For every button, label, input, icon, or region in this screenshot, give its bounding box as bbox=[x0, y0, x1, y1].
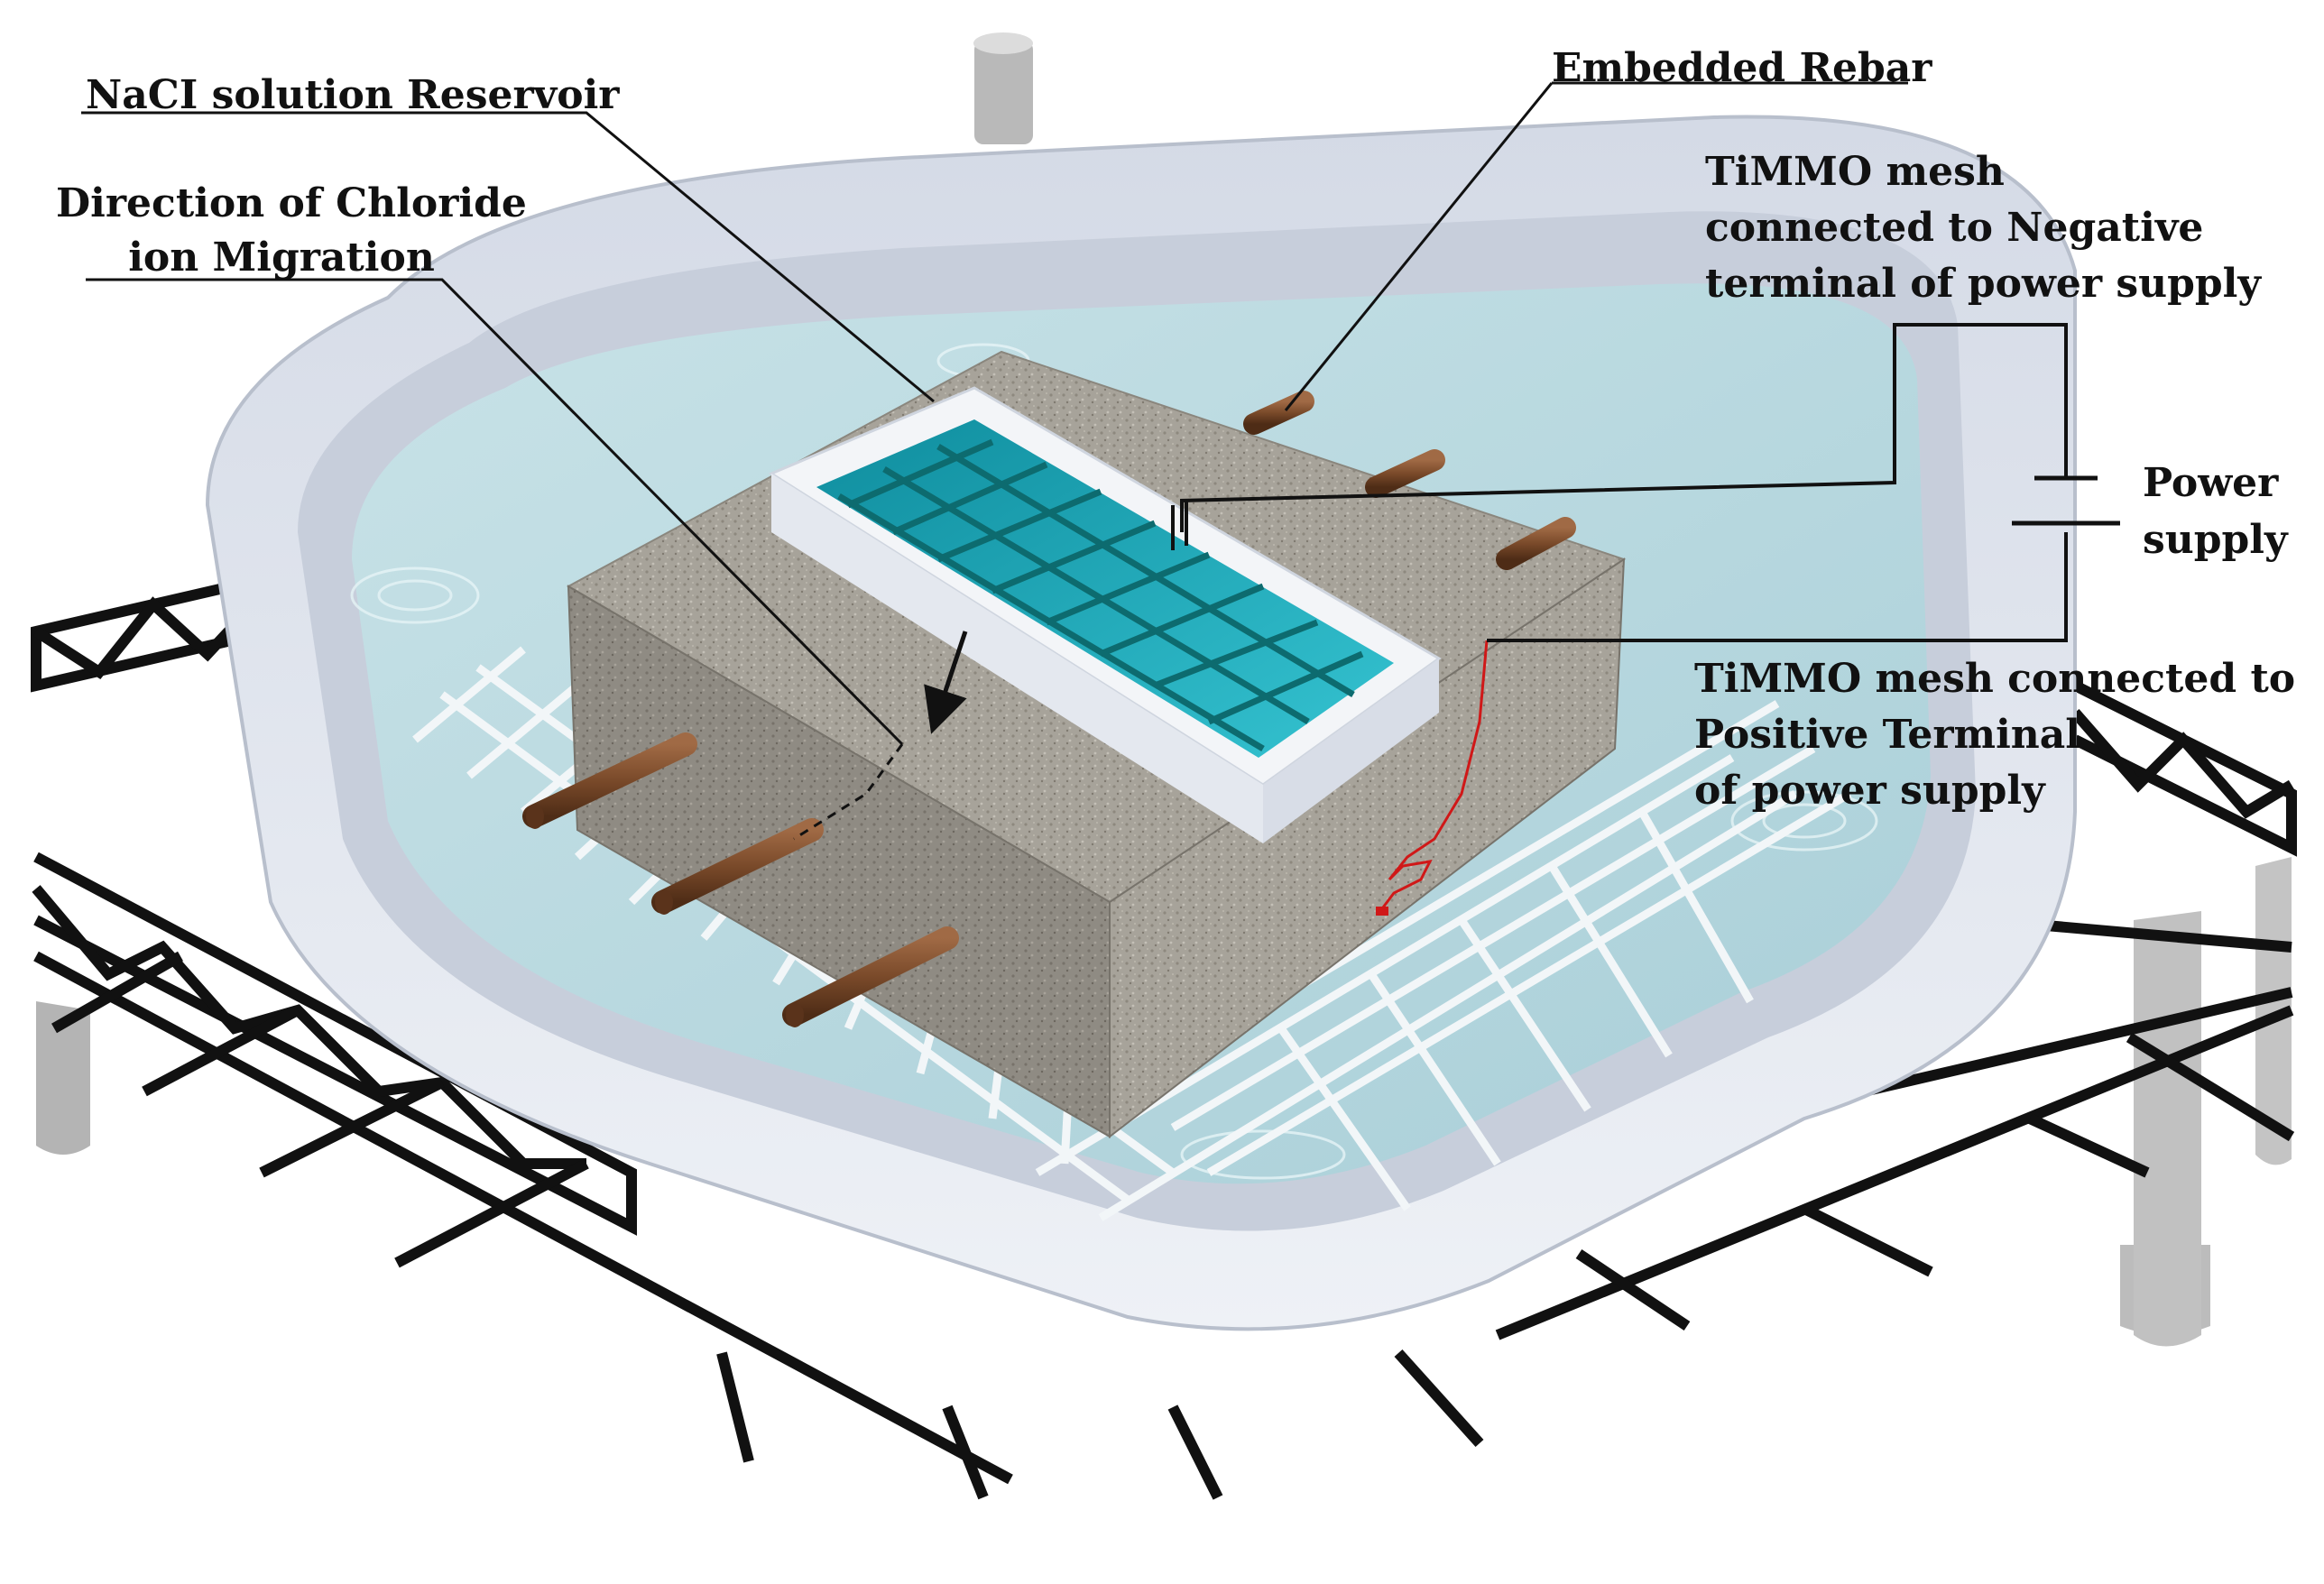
power-supply-label-line2: supply bbox=[2143, 512, 2288, 568]
embedded-rebar-label: Embedded Rebar bbox=[1552, 41, 1932, 97]
nacl-reservoir-label: NaCI solution Reservoir bbox=[86, 68, 620, 124]
negative-terminal-label-line1: TiMMO mesh bbox=[1705, 144, 2005, 200]
support-post-back bbox=[974, 41, 1033, 144]
chloride-direction-label-line2: ion Migration bbox=[56, 230, 507, 286]
positive-terminal-label-line3: of power supply bbox=[1694, 763, 2045, 819]
chloride-direction-label-line1: Direction of Chloride bbox=[56, 176, 507, 232]
power-supply-label-line1: Power bbox=[2143, 456, 2278, 511]
positive-terminal-label-line1: TiMMO mesh connected to bbox=[1694, 651, 2295, 707]
negative-terminal-label-line3: terminal of power supply bbox=[1705, 256, 2261, 312]
positive-terminal-label-line2: Positive Terminal bbox=[1694, 707, 2080, 763]
negative-terminal-label-line2: connected to Negative bbox=[1705, 200, 2203, 256]
